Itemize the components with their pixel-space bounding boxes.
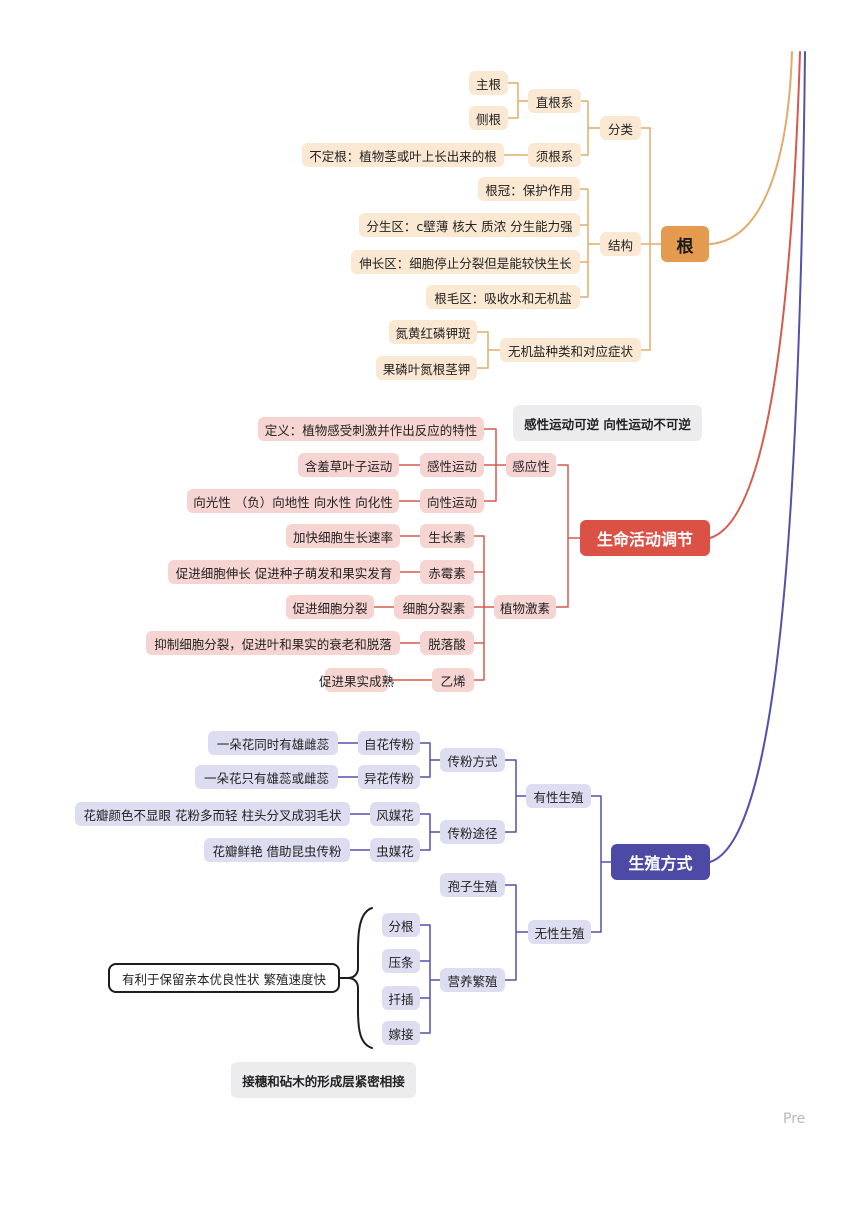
fibrous-root-node[interactable]: 须根系 [528, 143, 581, 167]
self-pollination-node[interactable]: 自花传粉 [358, 731, 420, 755]
cross-pollination-desc[interactable]: 一朵花只有雄蕊或雌蕊 [195, 765, 338, 789]
spore-node[interactable]: 孢子生殖 [440, 873, 505, 897]
grafting-node[interactable]: 嫁接 [382, 1021, 420, 1045]
nastic-example-node[interactable]: 含羞草叶子运动 [298, 453, 399, 477]
tropic-example-node[interactable]: 向光性 （负）向地性 向水性 向化性 [187, 489, 399, 513]
auxin-node[interactable]: 生长素 [420, 524, 474, 548]
adventitious-root-node[interactable]: 不定根：植物茎或叶上长出来的根 [302, 143, 504, 167]
wind-flower-desc[interactable]: 花瓣颜色不显眼 花粉多而轻 柱头分叉成羽毛状 [75, 802, 350, 826]
gibberellin-node[interactable]: 赤霉素 [420, 560, 474, 584]
classification-node[interactable]: 分类 [600, 116, 641, 140]
root-hair-node[interactable]: 根毛区：吸收水和无机盐 [426, 285, 580, 309]
layering-node[interactable]: 压条 [382, 949, 420, 973]
cytokinin-node[interactable]: 细胞分裂素 [394, 595, 474, 619]
cytokinin-function-node[interactable]: 促进细胞分裂 [286, 595, 374, 619]
reproduction-main-node[interactable]: 生殖方式 [611, 844, 710, 880]
nastic-node[interactable]: 感性运动 [420, 453, 484, 477]
side-root-node[interactable]: 侧根 [469, 106, 508, 130]
response-node[interactable]: 感应性 [506, 453, 556, 477]
insect-flower-desc[interactable]: 花瓣鲜艳 借助昆虫传粉 [204, 838, 350, 862]
branch-line-root [709, 51, 793, 245]
abscisic-acid-node[interactable]: 脱落酸 [420, 631, 474, 655]
abscisic-acid-function-node[interactable]: 抑制细胞分裂，促进叶和果实的衰老和脱落 [146, 631, 400, 655]
pollination-route-node[interactable]: 传粉途径 [440, 820, 505, 844]
taproot-node[interactable]: 直根系 [528, 89, 581, 113]
root-main-node[interactable]: 根 [661, 226, 709, 262]
wind-flower-node[interactable]: 风媒花 [370, 802, 420, 826]
regulation-main-node[interactable]: 生命活动调节 [580, 520, 710, 556]
vegetative-brace [347, 907, 373, 1049]
asexual-node[interactable]: 无性生殖 [528, 920, 591, 944]
mineral-mnemonic-2[interactable]: 果磷叶氮根茎钾 [376, 356, 477, 380]
auxin-function-node[interactable]: 加快细胞生长速率 [286, 524, 400, 548]
grafting-note: 接穗和砧木的形成层紧密相接 [231, 1062, 416, 1098]
root-cap-node[interactable]: 根冠：保护作用 [478, 177, 580, 201]
insect-flower-node[interactable]: 虫媒花 [370, 838, 420, 862]
ethylene-function-node[interactable]: 促进果实成熟 [319, 668, 394, 692]
tropic-node[interactable]: 向性运动 [420, 489, 484, 513]
cross-pollination-node[interactable]: 异花传粉 [358, 765, 420, 789]
mineral-mnemonic-1[interactable]: 氮黄红磷钾斑 [389, 320, 477, 344]
vegetative-advantage-note: 有利于保留亲本优良性状 繁殖速度快 [108, 963, 340, 993]
gibberellin-function-node[interactable]: 促进细胞伸长 促进种子萌发和果实发育 [168, 560, 400, 584]
definition-node[interactable]: 定义：植物感受刺激并作出反应的特性 [258, 417, 484, 441]
ethylene-node[interactable]: 乙烯 [432, 668, 474, 692]
division-node[interactable]: 分根 [382, 913, 420, 937]
vegetative-node[interactable]: 营养繁殖 [440, 968, 505, 992]
hormones-node[interactable]: 植物激素 [494, 595, 556, 619]
self-pollination-desc[interactable]: 一朵花同时有雄雌蕊 [208, 731, 338, 755]
minerals-node[interactable]: 无机盐种类和对应症状 [500, 338, 641, 362]
branch-line-regulation [709, 51, 801, 539]
structure-node[interactable]: 结构 [600, 232, 641, 256]
cutting-node[interactable]: 扦插 [382, 986, 420, 1010]
motion-note: 感性运动可逆 向性运动不可逆 [513, 405, 702, 441]
pollination-mode-node[interactable]: 传粉方式 [440, 748, 505, 772]
watermark-text: Pre [783, 1111, 806, 1127]
main-root-node[interactable]: 主根 [469, 71, 508, 95]
meristem-node[interactable]: 分生区：c壁薄 核大 质浓 分生能力强 [359, 213, 580, 237]
elongation-node[interactable]: 伸长区：细胞停止分裂但是能较快生长 [351, 250, 580, 274]
sexual-node[interactable]: 有性生殖 [526, 784, 591, 808]
branch-line-reproduction [709, 51, 806, 863]
